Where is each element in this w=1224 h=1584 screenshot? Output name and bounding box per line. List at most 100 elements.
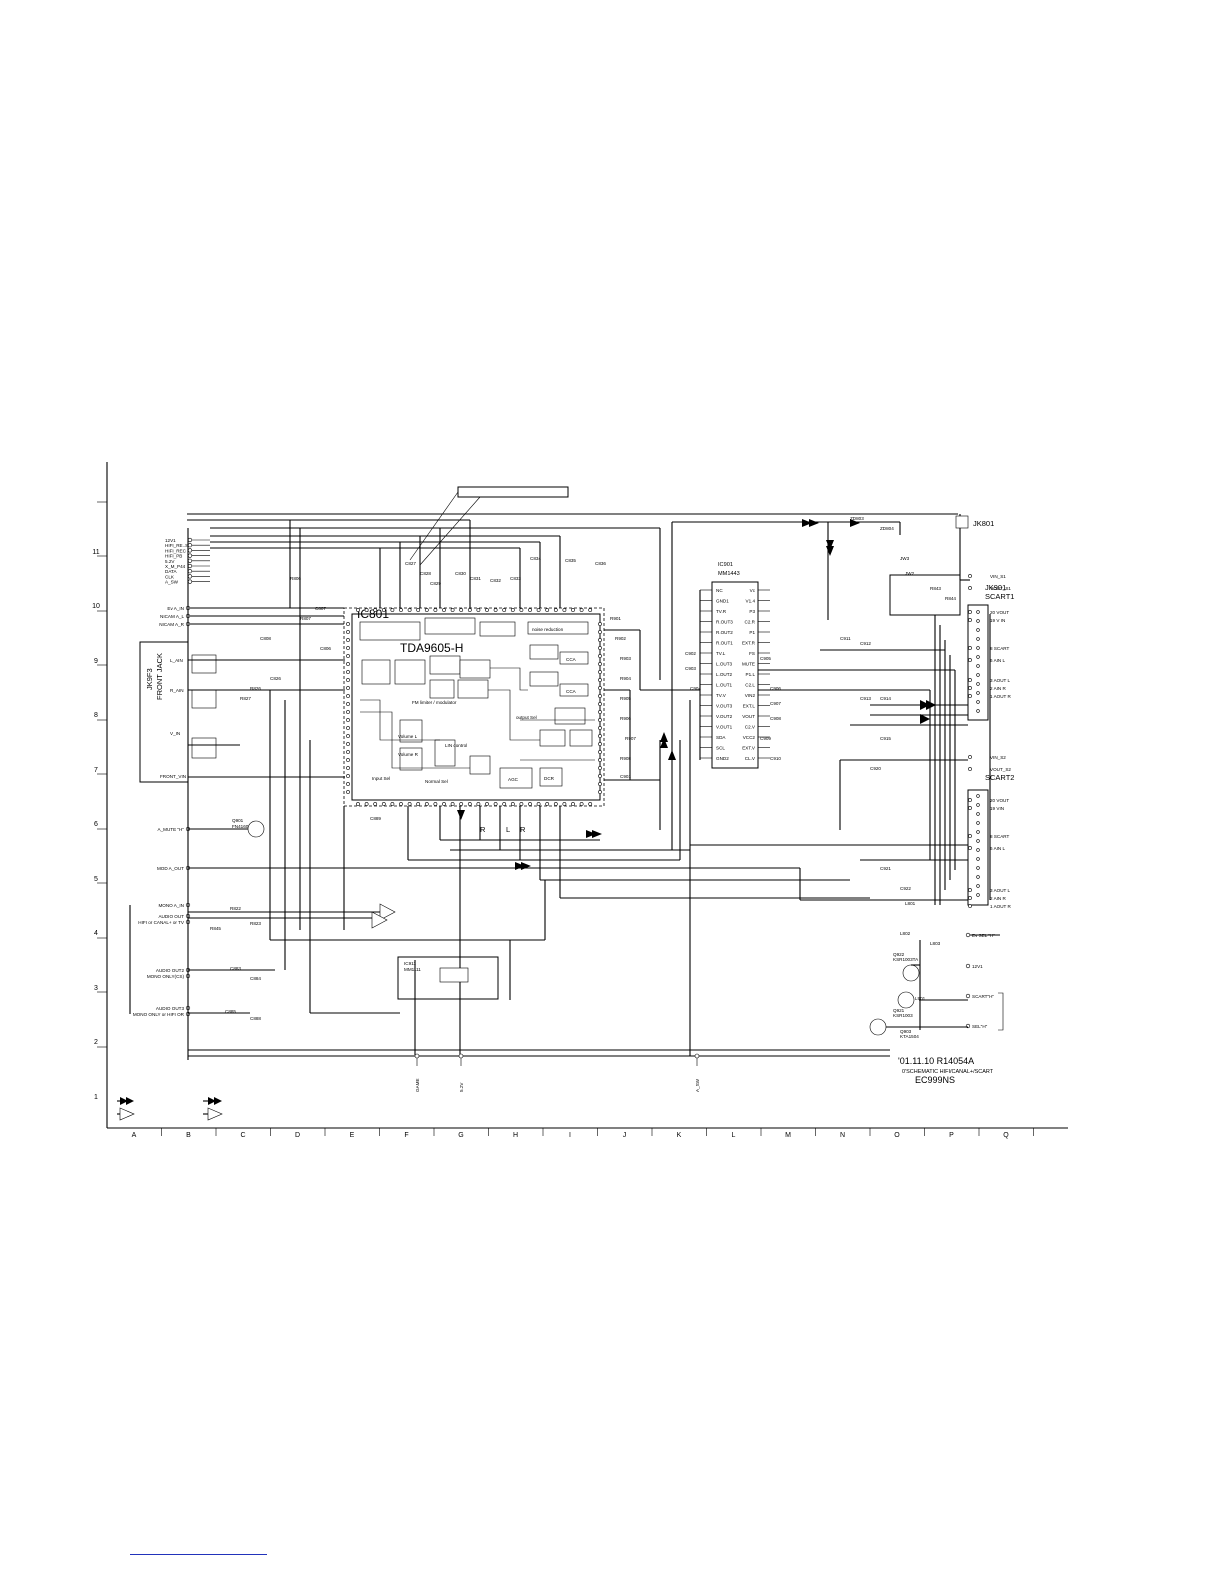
q903-ref: Q903	[900, 1029, 912, 1034]
left-connector-pin	[187, 548, 193, 553]
ic801-top-pin	[493, 608, 498, 612]
ic801-bottom-pin	[416, 802, 421, 806]
component-label: ZD804	[880, 526, 894, 531]
ic901-right-pin-label: FS	[749, 651, 755, 656]
component-label: R844	[945, 596, 956, 601]
component-label: C806	[320, 646, 331, 651]
ic901-left-pin-label: NC	[716, 588, 723, 593]
left-input-label: A_MUTE "H"	[158, 827, 185, 832]
right-label: 12V1	[972, 964, 983, 969]
ic801-top-pin	[433, 608, 438, 612]
component-label: R823	[250, 921, 261, 926]
scart2-pin-label: 8 SCART	[990, 834, 1010, 839]
component-label: C834	[530, 556, 541, 561]
flow-arrows	[457, 519, 936, 870]
component-label: C911	[840, 636, 851, 641]
ic801-left-pin	[346, 670, 350, 674]
jk901-label: SCART1	[985, 592, 1014, 601]
ic801-right-pin	[598, 782, 602, 786]
ic801-bottom-pin	[536, 802, 541, 806]
col-label-K: K	[677, 1132, 682, 1139]
ic801-left-pin	[346, 654, 350, 658]
footer-date: '01.11.10 R14054A	[898, 1056, 974, 1066]
scart2-pin-label: 2 AIN R	[990, 896, 1007, 901]
front-jack-pin-0: V_IN	[170, 731, 180, 736]
ic901-right-pin-label: P1	[749, 630, 755, 635]
left-input-label: MONO ONLY(CS)	[147, 974, 185, 979]
legend-outline-arrow-2	[203, 1107, 223, 1121]
legend-solid-arrow-2	[203, 1097, 222, 1105]
ic901-right-pin-label: C2.L	[745, 683, 755, 688]
component-label: C915	[880, 736, 891, 741]
left-input-label: MONO ONLY or HIFI OR	[133, 1012, 185, 1017]
ic901-right-pin-label: EXT.L	[743, 704, 756, 709]
ic801-left-pin	[346, 702, 350, 706]
ic801-right-pin	[598, 686, 602, 690]
ic801-block-4: Volume L	[398, 734, 418, 739]
ic911: IC911 MM1111	[397, 956, 499, 1000]
scart2-side-pin	[976, 884, 980, 888]
ic901-right-pin-label: V1.4	[746, 599, 756, 604]
ic801-top-pin	[399, 608, 403, 612]
ic801-left-pin	[346, 758, 350, 762]
ic801-right-pin	[598, 662, 602, 666]
component-label: R845	[210, 926, 221, 931]
ic801-top-pin	[424, 608, 429, 612]
bottom-label-pin	[414, 1053, 420, 1059]
q922-ref: Q922	[893, 952, 905, 957]
ic801-left-pin	[346, 766, 350, 770]
ic801-bottom-pin	[519, 802, 524, 806]
bottom-label-pin	[694, 1053, 700, 1059]
q921-part: KSR1003	[893, 1013, 913, 1018]
scart1-pin-label: VIN_S1	[990, 574, 1006, 579]
scart1-side-pin	[976, 682, 980, 686]
scart1-pin	[968, 586, 972, 590]
r-label-2: R	[520, 825, 526, 834]
footer-subtitle: 0'SCHEMATIC HIFI/CANAL+/SCART	[902, 1069, 994, 1075]
col-label-N: N	[840, 1132, 845, 1139]
ic801-bottom-pin	[356, 802, 360, 806]
left-connector-pin	[187, 558, 193, 563]
scart2-pin	[968, 806, 972, 810]
ic801-left-pin	[346, 646, 350, 650]
component-label: C830	[455, 571, 466, 576]
q901-ref: Q901	[232, 818, 244, 823]
component-label: R907	[625, 736, 636, 741]
row-label-2: 2	[94, 1039, 98, 1046]
ic801-block-10: AGC	[508, 777, 519, 782]
component-label: C922	[900, 886, 911, 891]
row-label-1: 1	[94, 1094, 98, 1101]
right-bracket	[998, 992, 1004, 1031]
ic911-part: MM1111	[404, 967, 421, 972]
col-label-O: O	[894, 1132, 900, 1139]
ic801-bottom-pin	[399, 802, 403, 806]
scart2-side-pin	[976, 803, 980, 807]
ic801-bottom-pin	[493, 802, 498, 806]
scart1-pin-label: 3 AOUT L	[990, 678, 1011, 683]
ic801-block-11: DCR	[544, 776, 555, 781]
bottom-label-pin	[458, 1053, 464, 1059]
q922-part: KSR1003TA	[893, 957, 919, 962]
scart2-pin	[968, 755, 972, 759]
scart2-side-pin	[976, 830, 980, 834]
component-label: C831	[470, 576, 481, 581]
left-connector-label: HIFI_RE..S	[165, 543, 188, 548]
ic801-right-pin	[598, 750, 602, 754]
scart1-side-pin	[976, 637, 980, 641]
ic801-bottom-pin	[433, 802, 438, 806]
ic901-left-pin-label: L.OUT1	[716, 683, 733, 688]
component-label: C835	[565, 558, 576, 563]
ic901-ref: IC901	[718, 562, 733, 568]
row-label-11: 11	[92, 549, 99, 556]
scart1-side-pin	[976, 691, 980, 695]
component-label: C827	[405, 561, 416, 566]
left-connector-label: HIFI_PB	[165, 554, 182, 559]
jk801-ref: JK801	[973, 519, 994, 528]
left-input-label: AUDIO OUT	[158, 914, 184, 919]
ic801-top-pin	[476, 608, 481, 612]
left-input-label: MONO A_IN	[158, 903, 184, 908]
scart2-side-pin	[976, 821, 980, 825]
scart1-pin-label: 1 AOUT R	[990, 694, 1012, 699]
component-label: ZD803	[850, 516, 864, 521]
col-label-G: G	[458, 1132, 463, 1139]
